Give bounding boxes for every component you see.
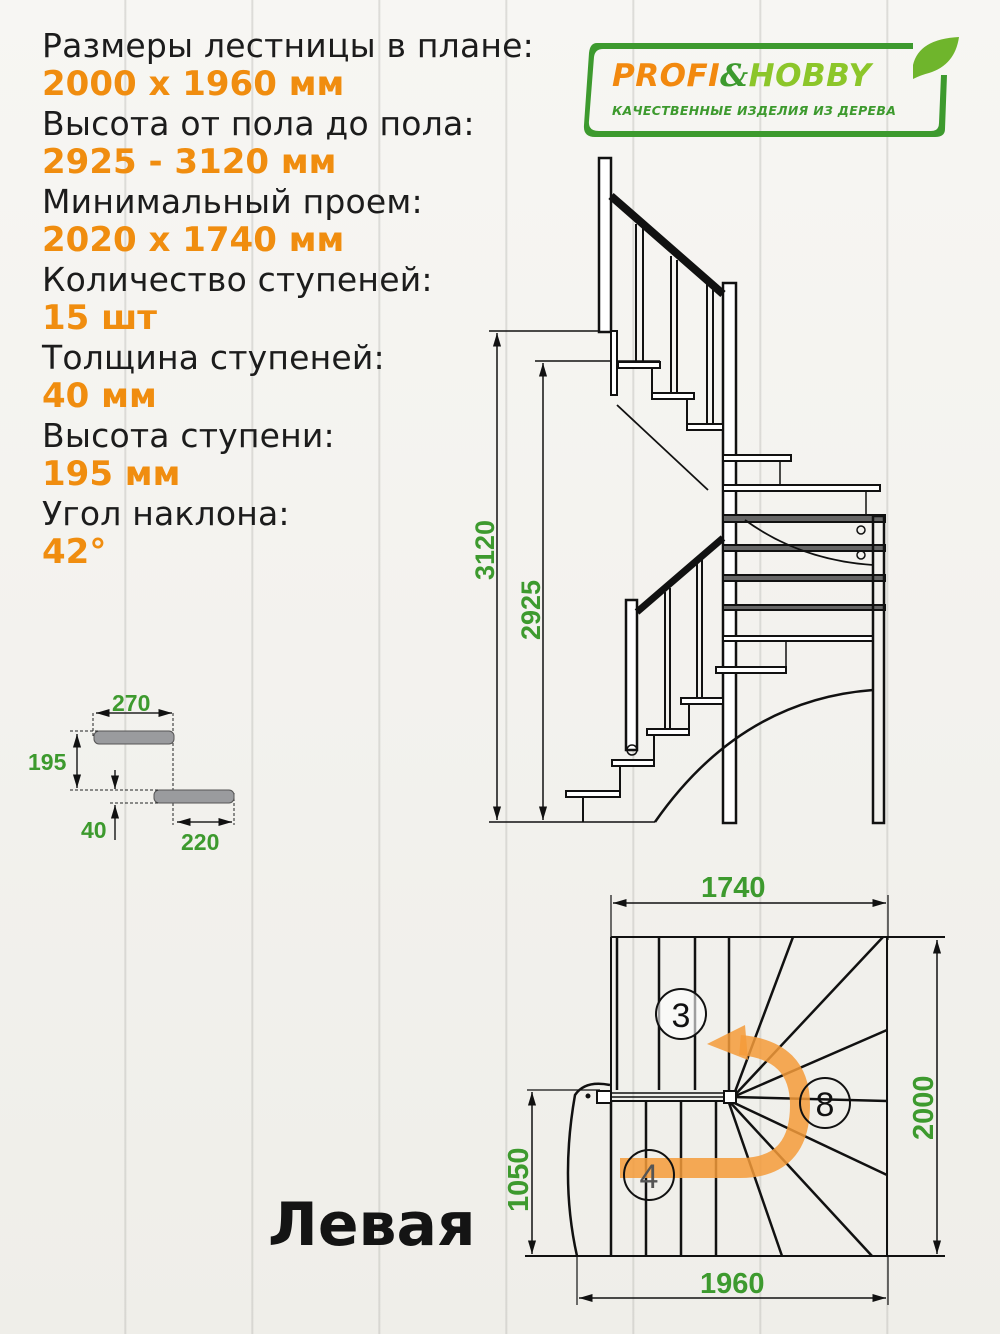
- spec-label-step-count: Количество ступеней:: [42, 260, 433, 299]
- arrowhead-icon: [707, 1025, 748, 1060]
- dim-going: 220: [181, 829, 219, 855]
- spec-value-step-height: 195 мм: [42, 454, 181, 494]
- spec-value-min-opening: 2020 х 1740 мм: [42, 220, 345, 260]
- step-marker-8: 8: [816, 1086, 835, 1124]
- logo-frame: [583, 37, 959, 137]
- dim-height-max: 3120: [470, 520, 500, 580]
- spec-label-step-height: Высота ступени:: [42, 416, 335, 455]
- spec-label-incline: Угол наклона:: [42, 494, 290, 533]
- dim-tread-depth: 270: [112, 690, 150, 716]
- side-elevation-view: [489, 156, 886, 825]
- spec-label-floor-height: Высота от пола до пола:: [42, 104, 475, 143]
- specs-list: Размеры лестницы в плане: 2000 х 1960 мм…: [42, 26, 534, 572]
- dim-depth: 2000: [908, 1075, 940, 1140]
- logo-tagline: КАЧЕСТВЕННЫЕ ИЗДЕЛИЯ ИЗ ДЕРЕВА: [612, 103, 897, 118]
- spec-value-incline: 42°: [42, 532, 107, 572]
- dim-width: 1960: [700, 1268, 765, 1300]
- leaf-icon: [913, 37, 959, 79]
- spec-label-step-thickness: Толщина ступеней:: [42, 338, 385, 377]
- dim-landing-offset: 1050: [503, 1147, 535, 1212]
- logo-ampersand: &: [720, 58, 749, 94]
- spec-value-floor-height: 2925 - 3120 мм: [42, 142, 337, 182]
- spec-label-min-opening: Минимальный проем:: [42, 182, 423, 221]
- step-detail-diagram: [70, 708, 235, 840]
- plan-view: [525, 895, 945, 1305]
- dim-riser-height: 195: [28, 749, 67, 775]
- logo-wordmark: PROFI&HOBBY: [612, 58, 871, 94]
- spec-value-step-thickness: 40 мм: [42, 376, 157, 416]
- spec-value-step-count: 15 шт: [42, 298, 157, 338]
- logo-hobby: HOBBY: [748, 58, 872, 94]
- dim-height-min: 2925: [516, 580, 546, 640]
- dim-thickness: 40: [81, 817, 107, 843]
- spec-label-plan-size: Размеры лестницы в плане:: [42, 26, 534, 65]
- step-marker-3: 3: [672, 997, 691, 1035]
- orientation-label: Левая: [268, 1190, 476, 1260]
- spec-value-plan-size: 2000 х 1960 мм: [42, 64, 345, 104]
- step-marker-4: 4: [640, 1158, 659, 1196]
- dim-opening-width: 1740: [701, 872, 766, 904]
- logo-profi: PROFI: [612, 58, 721, 94]
